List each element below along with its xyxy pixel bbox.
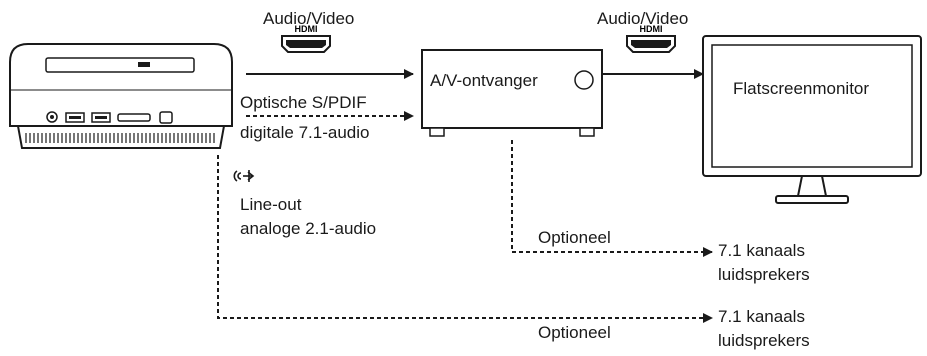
lineout-label-line1: Line-out	[240, 195, 302, 214]
optional-label-upper: Optioneel	[538, 228, 611, 247]
speakers-upper-line2: luidsprekers	[718, 265, 810, 284]
flatscreen-monitor	[702, 35, 922, 204]
usb-port-icon	[65, 112, 85, 123]
hdmi-port-icon: HDMI	[281, 24, 331, 53]
optical-label-line1: Optische S/PDIF	[240, 93, 367, 112]
computer-device	[9, 43, 233, 149]
speakers-upper-line1: 7.1 kanaals	[718, 241, 805, 260]
speakers-lower-line1: 7.1 kanaals	[718, 307, 805, 326]
audio-video-label-left: Audio/Video	[263, 9, 355, 28]
receiver-foot	[429, 127, 445, 137]
receiver-foot	[579, 127, 595, 137]
headphone-jack-icon	[46, 111, 58, 123]
card-reader-slot	[117, 113, 151, 122]
receiver-speaker-cable	[511, 140, 713, 257]
hdmi-logo-right: HDMI	[640, 24, 663, 34]
lineout-speaker-cable	[217, 155, 713, 323]
speakers-lower-line2: luidsprekers	[718, 331, 810, 350]
optical-label-line2: digitale 7.1-audio	[240, 123, 370, 142]
audio-out-icon	[233, 170, 255, 182]
optional-label-lower: Optioneel	[538, 323, 611, 342]
optical-drive-slot	[45, 57, 195, 73]
usb-port-icon	[91, 112, 111, 123]
lineout-label-line2: analoge 2.1-audio	[240, 219, 377, 238]
hdmi-port-icon: HDMI	[626, 24, 676, 53]
audio-video-label-right: Audio/Video	[597, 9, 689, 28]
receiver-label: A/V-ontvanger	[430, 71, 538, 90]
av-receiver	[421, 49, 603, 137]
monitor-label: Flatscreenmonitor	[733, 79, 870, 98]
volume-knob	[574, 70, 594, 90]
hdmi-logo-left: HDMI	[295, 24, 318, 34]
power-button	[159, 111, 173, 124]
